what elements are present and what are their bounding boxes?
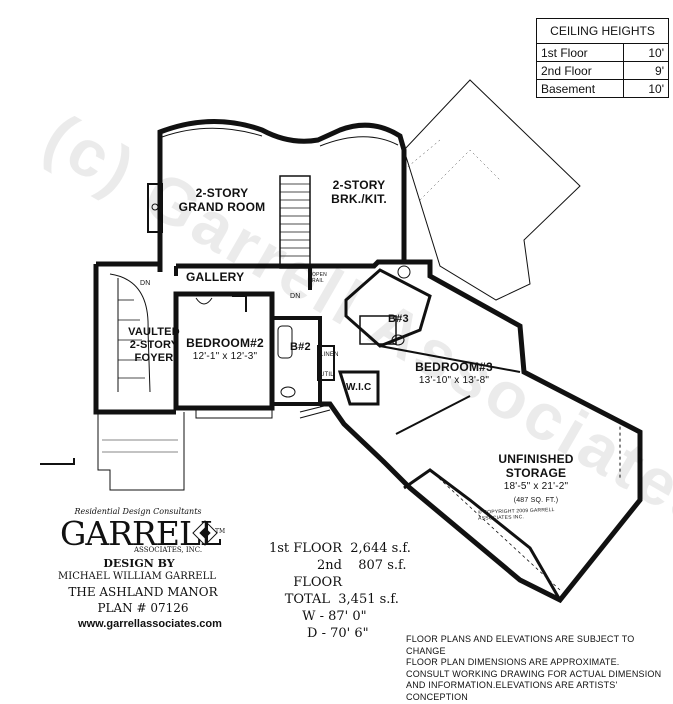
stat-row: 1st FLOOR 2,644 s.f. (268, 541, 411, 556)
associates-label: ASSOCIATES, INC. (134, 546, 203, 554)
dn-label: DN (140, 280, 151, 287)
wic-label: W.I.C (346, 382, 372, 393)
grand-room-bay-arc (161, 127, 263, 138)
designer-name: MICHAEL WILLIAM GARRELL (58, 571, 216, 582)
plan-number: PLAN # 07126 (97, 601, 189, 615)
grand-room-wall (157, 118, 407, 272)
stat-row: TOTAL 3,451 s.f. (284, 592, 399, 607)
ceiling-heights-table: CEILING HEIGHTS 1st Floor 10' 2nd Floor … (536, 18, 669, 98)
website-link[interactable]: www.garrellassociates.com (78, 618, 222, 630)
util-label: UTIL. (320, 372, 336, 378)
roof-outline (403, 79, 581, 301)
stat-row: W - 87' 0" (302, 609, 367, 624)
fireplace (147, 183, 163, 233)
design-by: DESIGN BY (103, 557, 175, 570)
open-rail-label: OPEN RAIL (312, 272, 327, 284)
dn-label: DN (290, 293, 301, 300)
bedroom3-label: BEDROOM#3 13'-10" x 13'-8" (415, 360, 493, 386)
table-row: Basement 10' (536, 79, 669, 98)
tagline: Residential Design Consultants (74, 507, 202, 516)
storage-label: UNFINISHED STORAGE 18'-5" x 21'-2" (487 … (498, 452, 574, 504)
bedroom2-label: BEDROOM#2 12'-1" x 12'-3" (186, 336, 264, 362)
square-footage-stats: 1st FLOOR 2,644 s.f. 2nd FLOOR 807 s.f. … (268, 540, 411, 642)
disclaimer: FLOOR PLANS AND ELEVATIONS ARE SUBJECT T… (406, 634, 662, 702)
foyer-wall (93, 264, 176, 415)
table-title: CEILING HEIGHTS (536, 18, 669, 44)
logo-wordmark: GARRELL (60, 514, 222, 553)
bath2-label: B#2 (290, 341, 311, 353)
stat-row: D - 70' 6" (307, 626, 369, 641)
brk-bay-arc (319, 136, 399, 147)
bath3-label: B#3 (388, 313, 409, 325)
table-row: 1st Floor 10' (536, 43, 669, 62)
stat-row: 2nd FLOOR 807 s.f. (293, 558, 407, 590)
gallery-label: GALLERY (186, 270, 245, 284)
linen-label: LINEN (320, 352, 339, 358)
plan-name: THE ASHLAND MANOR (68, 585, 218, 599)
table-row: 2nd Floor 9' (536, 61, 669, 80)
logo-tm: TM (215, 528, 226, 535)
